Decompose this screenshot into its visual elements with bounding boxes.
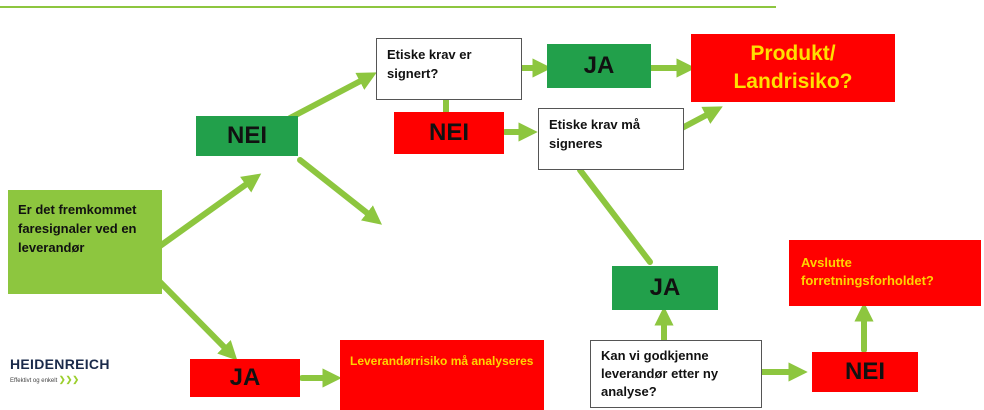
logo-name: HEIDENREICH [10,356,110,372]
arrow-signeres-to-ja [577,167,653,265]
heidenreich-logo: HEIDENREICH Effektivt og enkelt ❯❯❯ [10,356,110,384]
arrow-start-to-nei [157,173,262,249]
arrow-start-to-ja [157,279,238,361]
ja-box-1: JA [190,359,300,397]
etiske-krav-signeres-box: Etiske krav må signeres [538,108,684,170]
nei-box-1: NEI [196,116,298,156]
arrow-signeres-to-produkt [679,106,723,131]
chevrons-icon: ❯❯❯ [58,375,80,384]
logo-tagline-text: Effektivt og enkelt [10,378,58,384]
logo-tagline: Effektivt og enkelt ❯❯❯ [10,375,110,384]
nei-godkjent-box: NEI [812,352,918,392]
nei-signert-box: NEI [394,112,504,154]
godkjenne-leverandor-box: Kan vi godkjenne leverandør etter ny ana… [590,340,762,408]
avslutte-box: Avslutte forretningsforholdet? [789,240,981,306]
arrow-nei-to-signert [287,72,377,121]
arrow-nei-open [297,157,383,225]
produkt-landrisiko-box: Produkt/ Landrisiko? [691,34,895,102]
ja-godkjent-box: JA [612,266,718,310]
start-box: Er det fremkommet faresignaler ved en le… [8,190,162,294]
leverandorrisiko-box: Leverandørrisiko må analyseres [340,340,544,410]
top-divider-line [0,6,776,8]
etiske-krav-signert-box: Etiske krav er signert? [376,38,522,100]
ja-signert-box: JA [547,44,651,88]
